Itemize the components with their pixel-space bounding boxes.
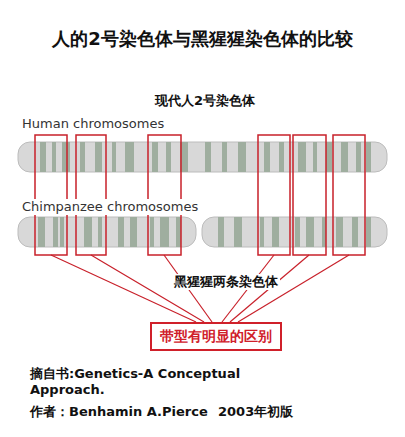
band (84, 217, 92, 247)
band (62, 142, 70, 172)
leader-lines (51, 255, 349, 322)
band (306, 217, 314, 247)
band (366, 142, 371, 172)
band (356, 142, 361, 172)
chromosome-bands (38, 217, 181, 247)
band (326, 142, 332, 172)
band (341, 142, 348, 172)
chimpanzee-chromosome-b (202, 217, 387, 247)
callout-text: 带型有明显的区别 (160, 328, 272, 345)
band (222, 142, 227, 172)
band (313, 142, 317, 172)
human-chromosome (18, 142, 387, 172)
row-label: Human chromosomes (20, 116, 166, 132)
band (38, 217, 45, 247)
highlight-box (333, 135, 365, 255)
chimpanzee-chromosome-a (18, 217, 196, 247)
band (166, 142, 171, 172)
band (52, 142, 56, 172)
highlight-box (293, 135, 326, 255)
band (298, 142, 306, 172)
author-note: 作者：Benhamin A.Pierce (30, 404, 208, 420)
band (218, 217, 224, 247)
band (118, 217, 124, 247)
band (98, 217, 102, 247)
highlight-box (258, 135, 290, 255)
band (125, 142, 134, 172)
band (160, 217, 169, 247)
band (295, 217, 300, 247)
chromosome-caption: 现代人2号染色体 (155, 93, 255, 109)
band (279, 142, 284, 172)
chromosome-caption: 黑猩猩两条染色体 (172, 274, 280, 290)
title: 人的2号染色体与黑猩猩染色体的比较 (0, 28, 405, 50)
band (60, 217, 64, 247)
source-note: 摘自书:Genetics-A Conceptual Approach. (30, 366, 245, 397)
band (95, 142, 102, 172)
band (260, 217, 264, 247)
chromosome-bands (40, 142, 371, 172)
callout-box: 带型有明显的区别 (150, 322, 282, 351)
chromosome-bar (18, 217, 196, 247)
row-label: Chimpanzee chromosomes (20, 199, 200, 215)
edition-note: 2003年初版 (218, 404, 293, 420)
band (234, 217, 242, 247)
highlight-box (35, 135, 67, 255)
band (352, 217, 358, 247)
band (40, 142, 46, 172)
band (53, 217, 58, 247)
band (264, 142, 270, 172)
chromosome-bar (202, 217, 387, 247)
band (272, 217, 279, 247)
highlight-boxes (35, 135, 365, 255)
highlight-box (148, 135, 181, 255)
band (366, 217, 371, 247)
band (205, 142, 211, 172)
band (336, 217, 343, 247)
band (112, 142, 116, 172)
chromosome-bar (18, 142, 387, 172)
highlight-box (76, 135, 106, 255)
band (80, 142, 85, 172)
band (150, 217, 154, 247)
chromosome-bands (218, 217, 371, 247)
band (152, 142, 158, 172)
band (130, 217, 137, 247)
band (238, 142, 246, 172)
